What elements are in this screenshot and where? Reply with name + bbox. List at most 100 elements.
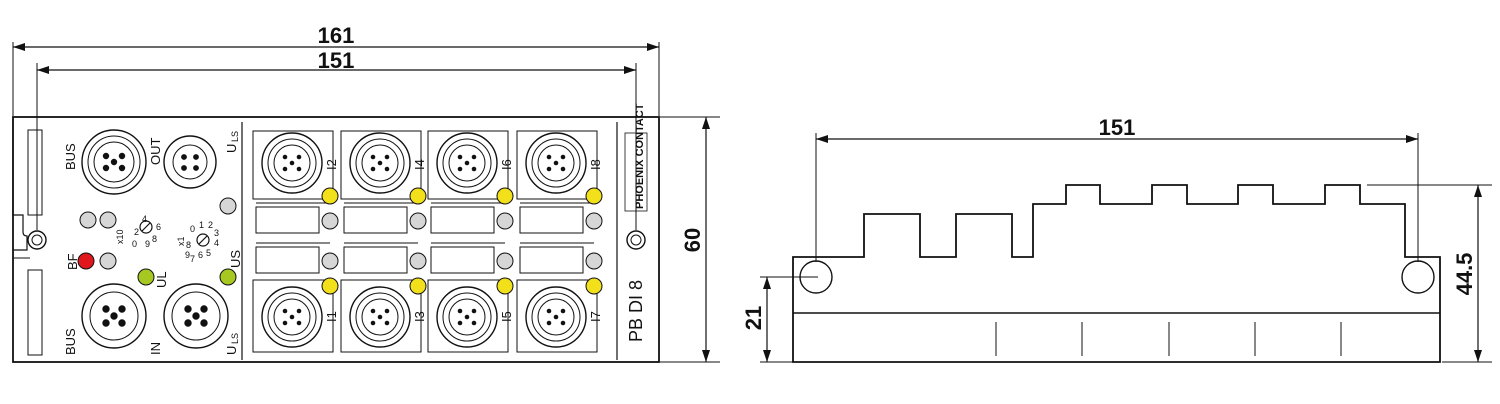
label-x1: x1 [176,236,186,246]
led-grey-1 [79,211,97,229]
port-led-grey [321,212,339,230]
label-ul: UL [154,271,169,288]
port-led-yellow [496,277,514,295]
side-mount-hole-left [799,260,833,294]
bus-out-connector [81,129,147,195]
label-bus-bottom: BUS [63,328,78,355]
side-body-outline [792,184,1441,363]
port-led-grey [496,252,514,270]
port-label: I1 [324,311,339,322]
dial-x1-mark: 3 [214,228,219,238]
port-led-yellow [585,277,603,295]
io-port-connector [436,132,498,194]
dim-label-21: 21 [741,306,766,330]
bus-slot-top [27,129,43,216]
dimension-151-side: 151 [815,115,1419,262]
uls-in-connector [163,283,229,349]
dial-x1-mark: 1 [199,220,204,230]
dimension-161: 161 [12,23,660,116]
led-us-green [219,268,237,286]
dim-label-60: 60 [680,228,705,252]
dimension-151-front: 151 [36,48,637,230]
port-led-yellow [496,187,514,205]
side-view: 151 44.5 21 [741,115,1492,363]
port-led-yellow [321,187,339,205]
bus-slot-bottom [27,269,43,356]
dial-x10-mark: 9 [145,239,150,249]
dial-x1-mark: 9 [185,250,190,260]
port-led-grey [496,212,514,230]
led-grey-4 [99,252,117,270]
led-grey-2 [99,211,117,229]
dial-x1-mark: 4 [214,238,219,248]
label-in: IN [148,342,163,355]
dial-x1-mark: 5 [206,248,211,258]
io-port-connector [349,286,411,348]
dial-x10-mark: 8 [152,234,157,244]
model-label: PB DI 8 [626,280,646,342]
dial-x1-mark: 6 [198,250,203,260]
dimension-21: 21 [741,276,818,363]
label-bus-top: BUS [63,143,78,170]
dial-x10-mark: 0 [132,239,137,249]
side-segment-ticks [995,322,1342,356]
front-view: 161 151 60 [12,23,720,363]
dial-x10-mark: 2 [134,227,139,237]
dial-x1-marks: 9 0 1 2 3 4 5 6 7 8 [185,220,219,264]
port-label: I8 [588,159,603,170]
port-led-yellow [409,277,427,295]
label-uls-bottom: U [224,346,239,355]
dial-x1-mark: 0 [190,224,195,234]
label-bf: BF [65,253,80,270]
dial-x1-mark: 2 [208,220,213,230]
port-bays-bottom [252,242,598,353]
port-led-grey [409,212,427,230]
io-port-connector [349,132,411,194]
port-label: I3 [412,311,427,322]
rotary-switch-x1[interactable] [196,233,210,247]
led-ul-green [137,268,155,286]
io-port-connector [261,132,323,194]
label-us: US [228,250,243,268]
port-led-grey [585,212,603,230]
io-port-connector [525,286,587,348]
dial-x1-mark: 7 [190,254,195,264]
dial-x10-mark: 4 [142,214,147,224]
led-grey-3 [219,197,237,215]
port-led-grey [409,252,427,270]
port-led-yellow [585,187,603,205]
port-label: I2 [324,159,339,170]
label-out: OUT [148,138,163,166]
port-led-grey [585,252,603,270]
port-leds [321,187,603,295]
label-uls-top-sub: LS [230,131,240,142]
mount-hole-right [626,230,646,250]
dim-label-151-side: 151 [1099,115,1136,140]
port-label: I4 [412,159,427,170]
dimension-44-5: 44.5 [1367,184,1492,363]
label-x10: x10 [115,229,125,244]
side-mount-hole-right [1401,260,1435,294]
rotary-switch-x10[interactable] [139,220,153,234]
port-connectors [261,132,587,348]
port-label: I6 [499,159,514,170]
mount-hole-left [27,230,47,250]
dim-label-44-5: 44.5 [1452,253,1477,296]
io-port-connector [436,286,498,348]
dial-x10-mark: 6 [156,222,161,232]
port-label: I7 [588,311,603,322]
brand-label: PHOENIX CONTACT [634,103,646,209]
dial-x1-mark: 8 [186,240,191,250]
port-led-yellow [409,187,427,205]
port-led-grey [321,252,339,270]
left-notch [12,117,28,251]
brand-logo: PHOENIX CONTACT [624,103,648,212]
label-uls-bottom-sub: LS [230,333,240,344]
port-label: I5 [499,311,514,322]
dim-label-161: 161 [318,23,355,48]
led-bf-red [77,252,95,270]
label-uls-top: U [224,144,239,153]
bus-in-connector [81,283,147,349]
uls-out-connector [163,135,217,189]
